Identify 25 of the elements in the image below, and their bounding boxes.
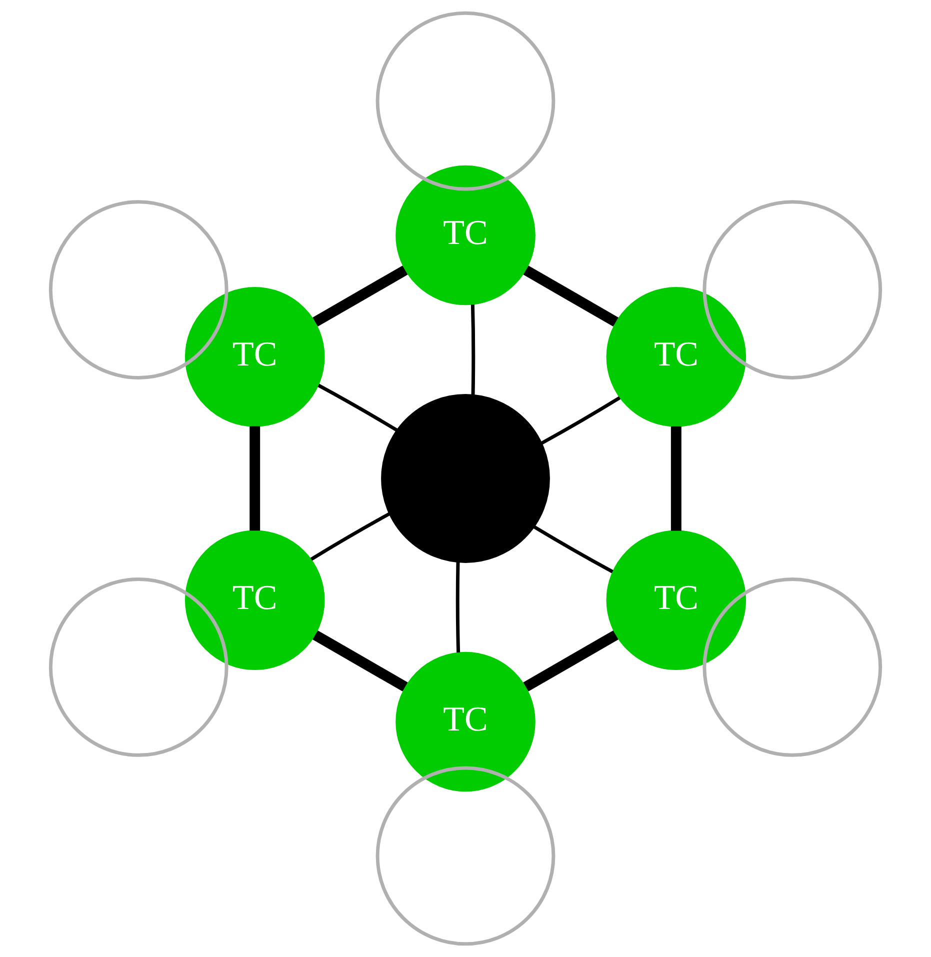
node-circle	[702, 200, 882, 380]
node-circle: TC	[606, 530, 746, 670]
node-circle: TC	[396, 652, 536, 792]
connector	[670, 426, 682, 531]
node-circle: TC	[184, 286, 325, 427]
connector	[533, 525, 614, 574]
node-circle	[381, 394, 550, 563]
node-circle	[48, 578, 228, 757]
node-circle	[702, 578, 882, 757]
connector	[470, 304, 476, 395]
connector	[312, 630, 408, 692]
connector	[540, 396, 621, 445]
connector	[312, 266, 408, 327]
node-circle	[48, 200, 228, 380]
connector	[318, 384, 398, 432]
connector	[456, 562, 460, 652]
connector	[523, 630, 618, 692]
connector	[250, 426, 260, 531]
node-circle: TC	[184, 530, 325, 670]
node-circle: TC	[606, 286, 746, 427]
connector	[523, 266, 618, 327]
connector	[310, 512, 390, 561]
node-circle	[376, 11, 556, 191]
node-circle	[376, 766, 556, 946]
node-circle: TC	[396, 165, 536, 306]
